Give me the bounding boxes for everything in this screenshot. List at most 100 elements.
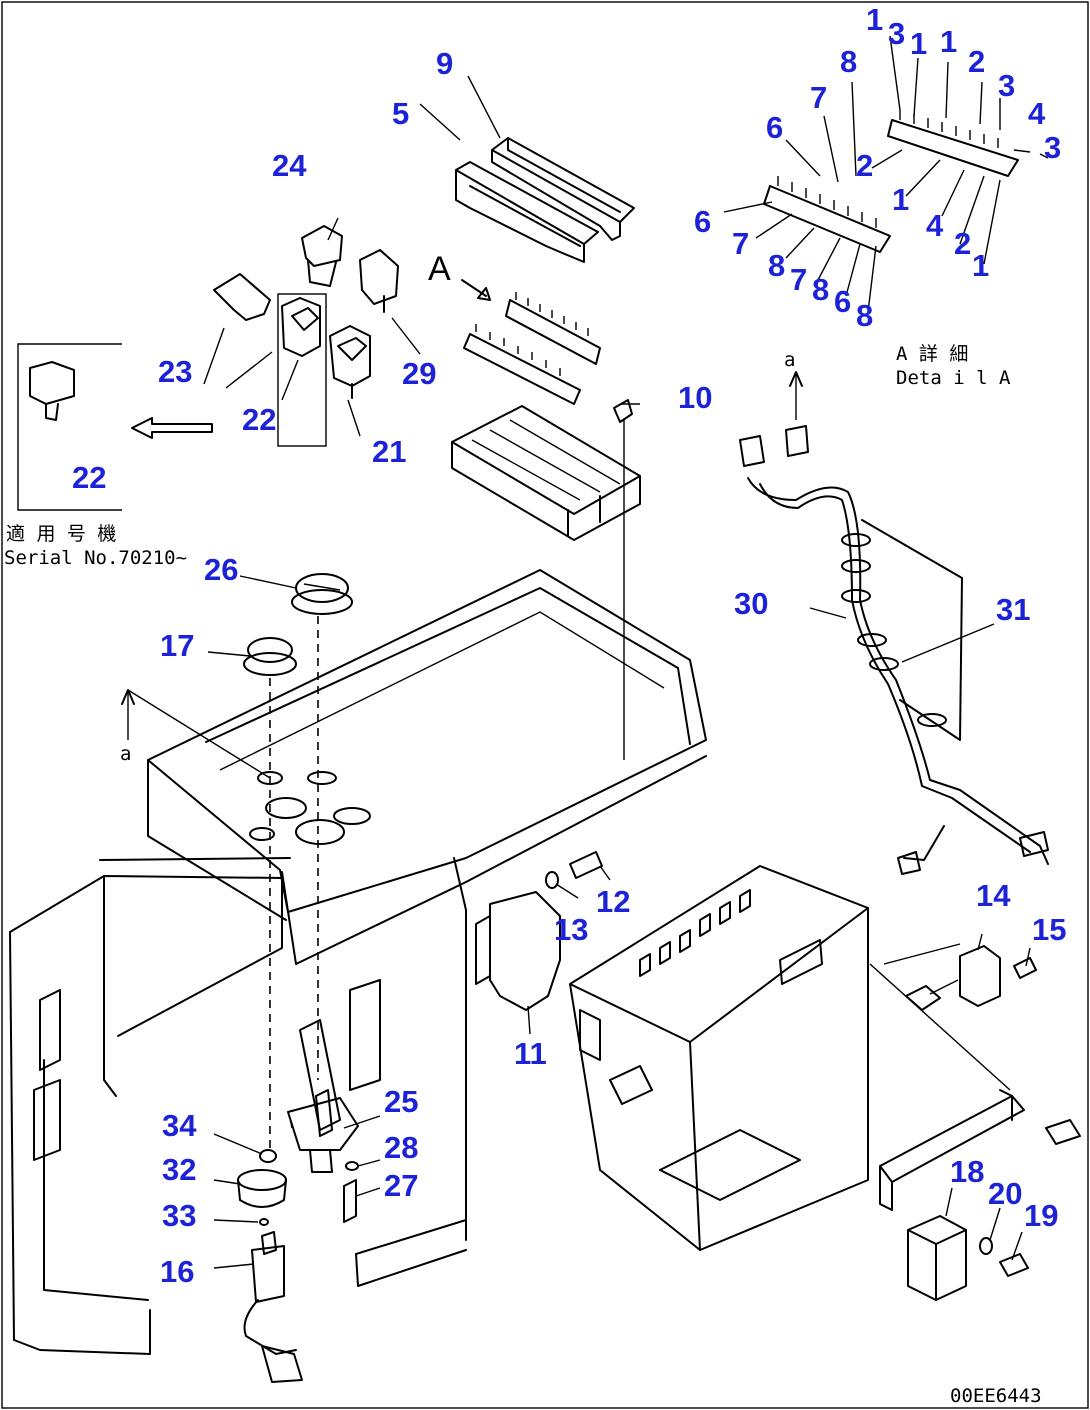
- detail-a-callout: 8: [856, 298, 873, 333]
- part-number-32: 32: [162, 1152, 196, 1187]
- switch-bracket-frame: [277, 293, 327, 447]
- part-number-20: 20: [988, 1176, 1022, 1211]
- horn-20: [907, 1215, 967, 1301]
- bolt-15: [1013, 957, 1037, 979]
- arrow-a-top-head: [789, 371, 803, 387]
- ring-34: [259, 1149, 277, 1163]
- detail-a-callout: 8: [812, 272, 829, 307]
- bracket-18: [879, 1089, 1025, 1211]
- relay-14: [883, 943, 1001, 1011]
- rubber-32: [237, 1169, 287, 1208]
- part-number-21: 21: [372, 434, 406, 469]
- detail-a-fuses: [763, 110, 1019, 253]
- detail-a-callout: 7: [810, 80, 827, 115]
- part-number-9: 9: [436, 46, 453, 81]
- detail-a-callout: 6: [834, 284, 851, 319]
- knob-26: [291, 573, 353, 615]
- detail-a-callout: 6: [694, 204, 711, 239]
- part-number-22-inset: 22: [72, 460, 106, 495]
- inset-arrow: [131, 417, 213, 439]
- part-number-12: 12: [596, 884, 630, 919]
- switch-29: [359, 249, 399, 313]
- detail-a-callout: 7: [732, 226, 749, 261]
- part-number-34: 34: [162, 1108, 197, 1143]
- part-number-33: 33: [162, 1198, 196, 1233]
- part-number-19: 19: [1024, 1198, 1058, 1233]
- detail-a-callout: 2: [968, 44, 985, 79]
- part-number-5: 5: [392, 96, 409, 131]
- detail-a-callout: 1: [910, 26, 927, 61]
- washer-13: [545, 871, 559, 889]
- part-number-29: 29: [402, 356, 436, 391]
- washer-28: [345, 1161, 359, 1171]
- switch-21: [329, 325, 371, 399]
- detail-a-callout: 1: [892, 182, 909, 217]
- detail-a-callout: 1: [972, 248, 989, 283]
- console-frame: [9, 569, 707, 1355]
- harness-30: [739, 425, 1049, 875]
- part-number-16: 16: [160, 1254, 194, 1289]
- bracket-11: [475, 891, 561, 1011]
- detail-a-callout: 4: [1028, 96, 1046, 131]
- detail-a-callout: 1: [940, 24, 957, 59]
- cover-part-9: [491, 137, 635, 241]
- fuse-box-base: [451, 405, 641, 541]
- bolt-far-right: [1045, 1119, 1081, 1145]
- part-number-14: 14: [976, 878, 1011, 913]
- drawing-code: 00EE6443: [950, 1385, 1042, 1407]
- detail-a-callout: 3: [998, 68, 1015, 103]
- part-number-13: 13: [554, 912, 588, 947]
- part-number-callouts: 5910111213141516171819202122232425262728…: [72, 2, 1066, 1289]
- bolt-19: [999, 1253, 1029, 1277]
- inset-frame: [17, 343, 122, 511]
- detail-a-callout: 6: [766, 110, 783, 145]
- knob-17: [243, 637, 297, 676]
- part-number-17: 17: [160, 628, 194, 663]
- part-number-26: 26: [204, 552, 238, 587]
- detail-a-leaders: [723, 35, 1049, 313]
- detail-a-callout: 4: [926, 208, 944, 243]
- view-a-label: A: [428, 250, 451, 288]
- washer-20: [979, 1237, 993, 1255]
- part-number-30: 30: [734, 586, 768, 621]
- arrow-a-left-head: [121, 689, 135, 705]
- part-number-18: 18: [950, 1154, 984, 1189]
- callout-leaders: [203, 75, 1031, 1269]
- switch-24: [301, 225, 343, 287]
- ring-33: [259, 1218, 269, 1226]
- part-number-15: 15: [1032, 912, 1066, 947]
- detail-a-callout: 7: [790, 262, 807, 297]
- switch-23: [213, 273, 271, 321]
- detail-a-callout: 3: [888, 16, 905, 51]
- detail-a-callout: 8: [840, 44, 857, 79]
- arrow-label-top: a: [784, 349, 795, 371]
- part-number-25: 25: [384, 1084, 418, 1119]
- switch-25-assembly: [287, 1089, 359, 1173]
- bolt-12: [569, 851, 603, 879]
- part-number-31: 31: [996, 592, 1030, 627]
- part-number-23: 23: [158, 354, 192, 389]
- detail-label-jp: A 詳 細: [896, 343, 968, 365]
- detail-a-callout: 8: [768, 248, 785, 283]
- detail-a-callout: 2: [856, 148, 873, 183]
- part-number-28: 28: [384, 1130, 418, 1165]
- detail-label-en: Deta i l A: [896, 367, 1011, 389]
- fuse-rows: [463, 292, 601, 405]
- detail-a-callout: 3: [1044, 130, 1061, 165]
- bolt-27: [343, 1179, 357, 1223]
- detail-a-callout: 2: [954, 226, 971, 261]
- inset-switch-22: [29, 361, 75, 421]
- part-number-10: 10: [678, 380, 712, 415]
- cover-part-5: [455, 161, 599, 263]
- part-number-24: 24: [272, 148, 307, 183]
- bolt-10: [613, 399, 633, 423]
- switch-22: [281, 297, 321, 357]
- switch-16: [243, 1231, 303, 1383]
- serial-label-en: Serial No.70210~: [4, 547, 187, 569]
- part-number-27: 27: [384, 1168, 418, 1203]
- part-number-11: 11: [514, 1036, 547, 1071]
- arrow-label-left: a: [120, 743, 131, 765]
